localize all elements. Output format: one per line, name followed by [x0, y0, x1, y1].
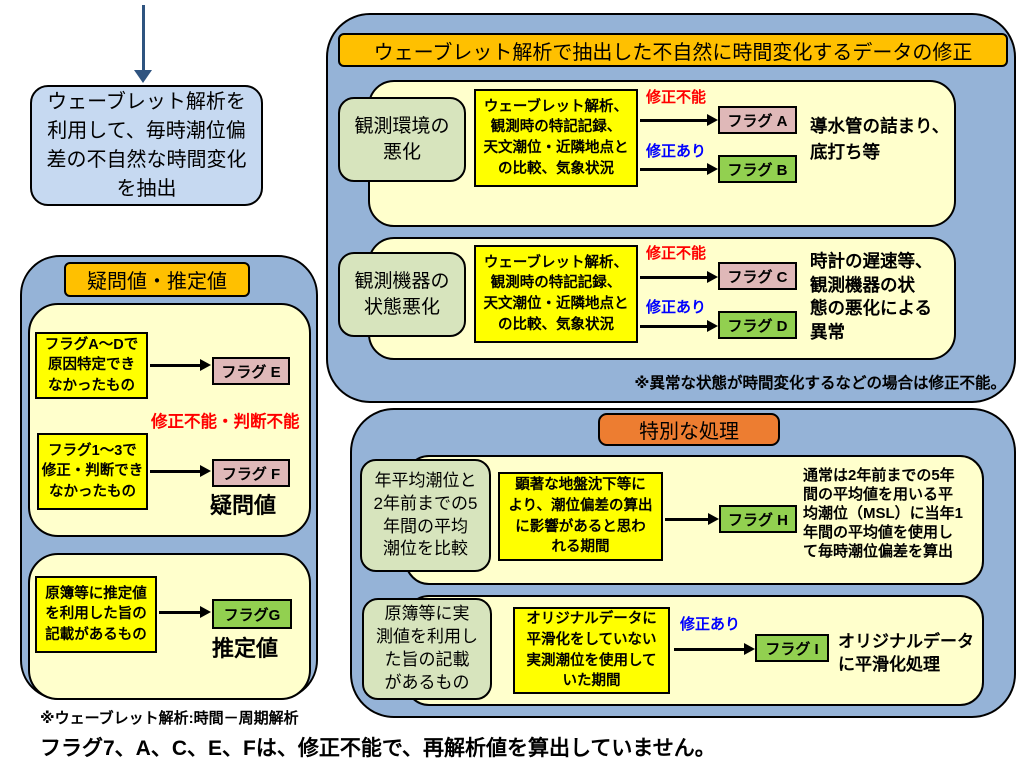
instrument-method-box: ウェーブレット解析、 観測時の特記記録、 天文潮位・近隣地点と の比較、気象状況 — [474, 245, 638, 343]
question-section-title: 疑問値・推定値 — [64, 262, 250, 297]
flag-g-box: フラグG — [212, 599, 292, 629]
start-arrow-line — [142, 5, 145, 72]
flag-h-box: フラグ H — [719, 505, 797, 533]
original-data-condition-box: オリジナルデータに 平滑化をしていない 実測潮位を使用して いた期間 — [513, 607, 670, 694]
subsidence-condition-box: 顕著な地盤沈下等に より、潮位偏差の算出 に影響があると思わ れる期間 — [498, 472, 663, 561]
question-value-label: 疑問値 — [210, 493, 277, 518]
smoothing-category: 原簿等に実 測値を利用し た旨の記載 があるもの — [362, 598, 492, 700]
env-no-fix-label: 修正不能 — [646, 89, 707, 106]
instrument-no-fix-label: 修正不能 — [646, 245, 707, 262]
instrument-degradation-panel — [368, 237, 956, 360]
question-red-note: 修正不能・判断不能 — [151, 413, 300, 431]
env-method-box: ウェーブレット解析、 観測時の特記記録、 天文潮位・近隣地点と の比較、気象状況 — [474, 89, 638, 187]
estimate-value-label: 推定値 — [212, 636, 279, 661]
instrument-fix-label: 修正あり — [646, 299, 707, 316]
flag-e-source-box: フラグA～Dで 原因特定でき なかったもの — [35, 332, 148, 399]
flag-a-box: フラグ A — [718, 106, 797, 134]
arrow-to-flag-g — [159, 606, 211, 618]
mean-sea-level-category: 年平均潮位と 2年前までの5 年間の平均 潮位を比較 — [360, 459, 491, 572]
msl-result-text: 通常は2年前までの5年 間の平均値を用いる平 均潮位（MSL）に当年1 年間の平… — [803, 467, 964, 561]
env-result-text: 導水管の詰まり、 底打ち等 — [810, 116, 950, 163]
arrow-to-flag-b — [640, 163, 718, 175]
flags-footnote: フラグ7、A、C、E、Fは、修正不能で、再解析値を算出していません。 — [40, 737, 716, 760]
arrow-to-flag-a — [640, 114, 718, 126]
arrow-to-flag-e — [150, 359, 211, 371]
instrument-degradation-category: 観測機器の 状態悪化 — [338, 252, 466, 337]
intro-box: ウェーブレット解析を 利用して、毎時潮位偏 差の不自然な時間変化 を抽出 — [30, 85, 263, 206]
wavelet-footnote: ※ウェーブレット解析:時間－周期解析 — [40, 710, 299, 727]
wavelet-section-note: ※異常な状態が時間変化するなどの場合は修正不能。 — [634, 375, 1006, 392]
env-fix-label: 修正あり — [646, 143, 707, 160]
flag-i-box: フラグ I — [755, 634, 829, 662]
env-degradation-category: 観測環境の 悪化 — [338, 97, 466, 182]
instrument-result-text: 時計の遅速等、 観測機器の状 態の悪化による 異常 — [810, 251, 933, 342]
flag-d-box: フラグ D — [718, 311, 797, 339]
env-degradation-panel — [368, 80, 956, 227]
arrow-to-flag-h — [665, 513, 719, 525]
flag-g-source-box: 原簿等に推定値 を利用した旨の 記載があるもの — [35, 576, 157, 653]
arrow-to-flag-i — [674, 643, 755, 655]
flag-f-box: フラグ F — [212, 459, 290, 487]
flag-c-box: フラグ C — [718, 262, 797, 290]
flag-b-box: フラグ B — [718, 155, 797, 183]
arrow-to-flag-d — [640, 320, 718, 332]
smoothing-result-text: オリジナルデータ に平滑化処理 — [838, 632, 974, 674]
start-arrow-head-icon — [134, 70, 152, 83]
wavelet-section-title: ウェーブレット解析で抽出した不自然に時間変化するデータの修正 — [338, 33, 1008, 67]
smoothing-fix-label: 修正あり — [680, 616, 741, 633]
arrow-to-flag-c — [640, 271, 718, 283]
arrow-to-flag-f — [150, 465, 211, 477]
flag-e-box: フラグ E — [212, 357, 290, 385]
special-section-title: 特別な処理 — [598, 413, 780, 446]
flag-f-source-box: フラグ1～3で 修正・判断でき なかったもの — [37, 433, 148, 510]
